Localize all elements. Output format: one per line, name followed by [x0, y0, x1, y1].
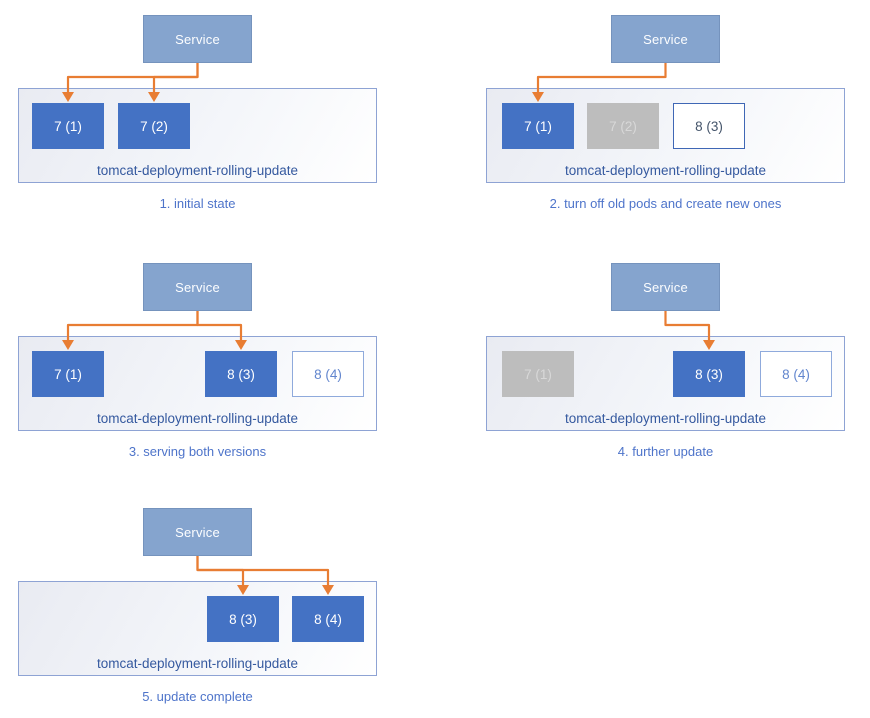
pod-label: 8 (4) [314, 366, 342, 382]
panel-2: Service 7 (1) 7 (2) 8 (3) tomcat-deployment-… [468, 0, 870, 248]
pod-label: 8 (4) [314, 611, 342, 627]
deployment-label: tomcat-deployment-rolling-update [96, 411, 299, 426]
pod-label: 8 (3) [695, 118, 723, 134]
deployment-box: 8 (3) 8 (4) tomcat-deployment-rolling-upda… [18, 581, 377, 676]
pod-label: 8 (4) [782, 366, 810, 382]
pod-7-2: 7 (2) [587, 103, 659, 149]
panel-caption: 5. update complete [142, 689, 253, 704]
panel-caption: 3. serving both versions [128, 444, 267, 459]
service-label: Service [175, 279, 220, 295]
panel-caption: 1. initial state [159, 196, 236, 211]
service-box: Service [143, 508, 252, 556]
service-label: Service [643, 279, 688, 295]
panel-caption: 2. turn off old pods and create new ones [549, 196, 782, 211]
pod-label: 7 (1) [54, 366, 82, 382]
pod-8-3: 8 (3) [207, 596, 279, 642]
pod-label: 7 (1) [54, 118, 82, 134]
pod-label: 8 (3) [227, 366, 255, 382]
pod-8-4: 8 (4) [760, 351, 832, 397]
service-box: Service [143, 15, 252, 63]
pod-8-4: 8 (4) [292, 351, 364, 397]
service-label: Service [643, 31, 688, 47]
service-box: Service [611, 15, 720, 63]
service-box: Service [143, 263, 252, 311]
deployment-box: 7 (1) 7 (2) 8 (3) tomcat-deployment-rolling… [486, 88, 845, 183]
pod-8-3: 8 (3) [205, 351, 277, 397]
deployment-box: 7 (1) 8 (3) 8 (4) tomcat-deployment-rolling… [486, 336, 845, 431]
pod-8-3: 8 (3) [673, 103, 745, 149]
panel-1: Service 7 (1) 7 (2) tomcat-deployment-rolli… [0, 0, 435, 248]
pod-7-1: 7 (1) [502, 103, 574, 149]
service-box: Service [611, 263, 720, 311]
panel-5: Service 8 (3) 8 (4) tomcat-deployment-rolli… [0, 493, 435, 718]
pod-label: 7 (2) [140, 118, 168, 134]
service-label: Service [175, 31, 220, 47]
pod-label: 7 (1) [524, 366, 552, 382]
pod-label: 8 (3) [229, 611, 257, 627]
deployment-box: 7 (1) 8 (3) 8 (4) tomcat-deployment-rolling… [18, 336, 377, 431]
panel-caption: 4. further update [617, 444, 714, 459]
panel-4: Service 7 (1) 8 (3) 8 (4) tomcat-deployment-… [468, 248, 870, 496]
pod-8-4: 8 (4) [292, 596, 364, 642]
pod-7-2: 7 (2) [118, 103, 190, 149]
pod-label: 7 (1) [524, 118, 552, 134]
pod-label: 7 (2) [609, 118, 637, 134]
pod-7-1: 7 (1) [32, 103, 104, 149]
deployment-label: tomcat-deployment-rolling-update [564, 163, 767, 178]
pod-7-1: 7 (1) [502, 351, 574, 397]
deployment-label: tomcat-deployment-rolling-update [96, 656, 299, 671]
panel-3: Service 7 (1) 8 (3) 8 (4) tomcat-deployment-… [0, 248, 435, 496]
pod-label: 8 (3) [695, 366, 723, 382]
deployment-box: 7 (1) 7 (2) tomcat-deployment-rolling-upda… [18, 88, 377, 183]
service-label: Service [175, 524, 220, 540]
deployment-label: tomcat-deployment-rolling-update [564, 411, 767, 426]
pod-8-3: 8 (3) [673, 351, 745, 397]
deployment-label: tomcat-deployment-rolling-update [96, 163, 299, 178]
pod-7-1: 7 (1) [32, 351, 104, 397]
